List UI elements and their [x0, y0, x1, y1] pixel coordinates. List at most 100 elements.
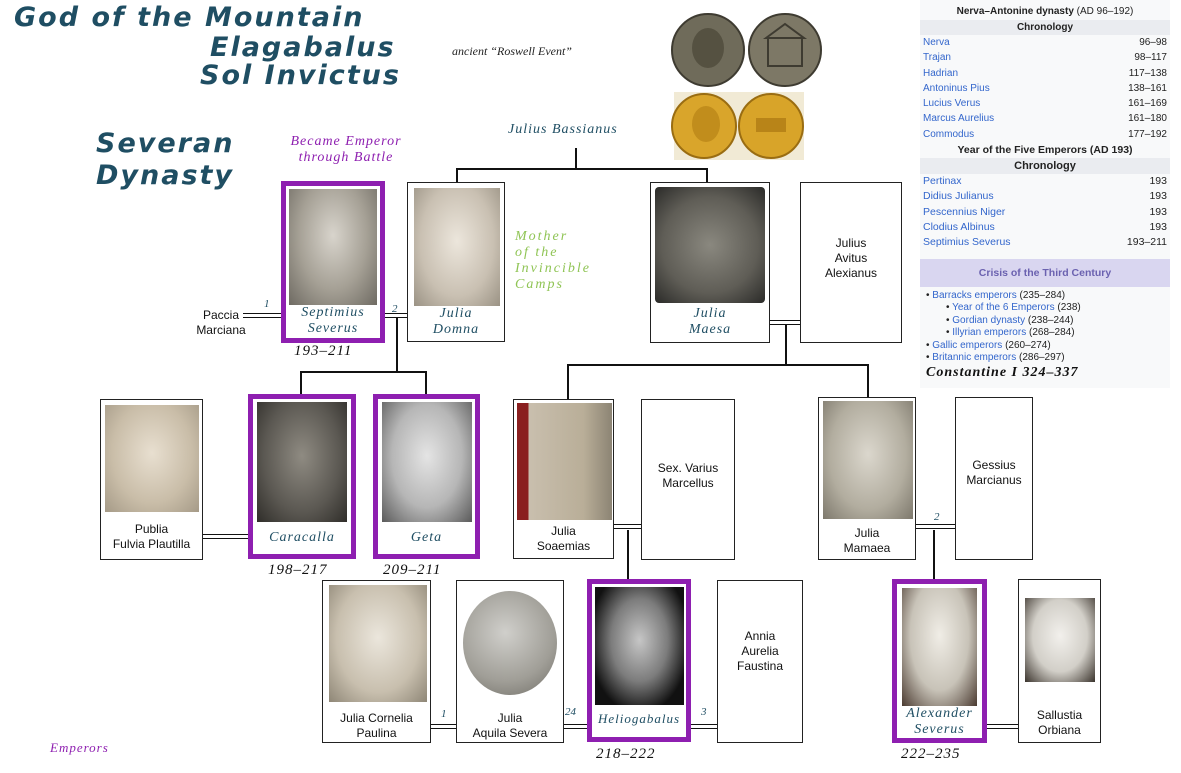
wiki-chronology-header-2: Chronology — [920, 158, 1170, 175]
wiki-nerva-row[interactable]: Hadrian 117–138 — [920, 66, 1170, 81]
title-line-2: Elagabalus — [210, 32, 396, 63]
alexander-portrait — [902, 588, 977, 706]
wiki-193-years: 193 — [1149, 205, 1167, 218]
wiki-crisis-item[interactable]: • Gordian dynasty (238–244) — [920, 315, 1170, 328]
wiki-193-link[interactable]: Pertinax — [923, 175, 962, 188]
heliogabalus-reign: 218–222 — [596, 746, 656, 762]
title-line-1: God of the Mountain — [14, 2, 365, 33]
caracalla-reign: 198–217 — [268, 562, 328, 578]
wiki-nerva-row[interactable]: Nerva 96–98 — [920, 35, 1170, 50]
wiki-crisis-years: (238–244) — [1027, 314, 1074, 326]
wiki-193-link[interactable]: Pescennius Niger — [923, 205, 1006, 218]
wiki-193-row[interactable]: Pertinax 193 — [920, 174, 1170, 189]
wiki-nerva-years: 161–169 — [1128, 98, 1167, 110]
dynasty-title-1: Severan — [96, 128, 235, 159]
wiki-crisis-years: (268–284) — [1028, 327, 1075, 339]
wiki-nerva-years: 96–98 — [1139, 37, 1167, 48]
wiki-crisis-years: (260–274) — [1005, 339, 1051, 351]
wiki-nerva-link[interactable]: Lucius Verus — [923, 98, 981, 110]
battle-note: Became Emperor through Battle — [290, 134, 402, 165]
coin-reverse — [748, 13, 822, 87]
julia-cornelia-portrait — [329, 585, 427, 702]
julia-maesa-card: Julia Maesa — [650, 182, 770, 343]
julia-soaemias-portrait — [517, 403, 612, 520]
roswell-note: ancient “Roswell Event” — [452, 44, 572, 58]
wiki-navbox: Nerva–Antonine dynasty (AD 96–192) Chron… — [920, 0, 1170, 388]
julia-mamaea-card: Julia Mamaea — [818, 397, 916, 560]
wiki-nerva-years: 138–161 — [1128, 82, 1167, 94]
alexander-severus-card: Alexander Severus — [892, 579, 987, 743]
wiki-nerva-row[interactable]: Commodus 177–192 — [920, 127, 1170, 142]
wiki-crisis-item[interactable]: • Illyrian emperors (268–284) — [920, 327, 1170, 340]
wiki-title: Nerva–Antonine dynasty (AD 96–192) — [956, 6, 1134, 17]
wiki-nerva-years: 177–192 — [1128, 128, 1167, 140]
wiki-crisis-list: • Barracks emperors (235–284)• Year of t… — [920, 287, 1170, 365]
wiki-nerva-link[interactable]: Antoninus Pius — [923, 82, 990, 94]
wiki-nerva-years: 117–138 — [1128, 67, 1167, 79]
caracalla-card: Caracalla — [248, 394, 356, 559]
wiki-193-link[interactable]: Clodius Albinus — [923, 220, 995, 233]
wiki-crisis-link[interactable]: Year of the 6 Emperors — [952, 302, 1058, 314]
julia-soaemias-card: Julia Soaemias — [513, 399, 614, 559]
julia-maesa-coin — [655, 187, 765, 303]
paccia-marciana: Paccia Marciana — [196, 308, 246, 337]
varius-marcellus-card: Sex. Varius Marcellus — [641, 399, 735, 560]
publia-portrait — [105, 405, 199, 512]
wiki-crisis-header: Crisis of the Third Century — [920, 258, 1170, 287]
geta-reign: 209–211 — [383, 562, 442, 578]
wiki-crisis-link[interactable]: Barracks emperors — [932, 289, 1020, 301]
wiki-crisis-link[interactable]: Illyrian emperors — [952, 327, 1029, 339]
wiki-193-years: 193 — [1149, 175, 1167, 188]
julia-aquila-coin — [463, 591, 557, 695]
septimius-portrait — [289, 189, 377, 305]
wiki-crisis-link[interactable]: Britannic emperors — [932, 352, 1019, 364]
bullet-icon: • — [946, 314, 953, 326]
julius-bassianus: Julius Bassianus — [508, 122, 618, 137]
wiki-nerva-row[interactable]: Antoninus Pius 138–161 — [920, 81, 1170, 96]
wiki-crisis-item[interactable]: • Britannic emperors (286–297) — [920, 352, 1170, 365]
wiki-193-years: 193–211 — [1126, 236, 1167, 249]
julia-aquila-severa-card: Julia Aquila Severa — [456, 580, 564, 743]
wiki-nerva-row[interactable]: Marcus Aurelius 161–180 — [920, 111, 1170, 126]
wiki-193-row[interactable]: Septimius Severus 193–211 — [920, 235, 1170, 250]
julius-avitus-card: Julius Avitus Alexianus — [800, 182, 902, 343]
dynasty-title-2: Dynasty — [96, 160, 235, 191]
coin-images — [671, 13, 822, 160]
wiki-crisis-item[interactable]: • Gallic emperors (260–274) — [920, 340, 1170, 353]
geta-card: Geta — [373, 394, 480, 559]
wiki-nerva-years: 161–180 — [1128, 113, 1167, 125]
julia-domna-portrait — [414, 188, 500, 306]
wiki-crisis-link[interactable]: Gordian dynasty — [952, 314, 1028, 326]
wiki-193-link[interactable]: Septimius Severus — [923, 236, 1011, 249]
wiki-nerva-link[interactable]: Marcus Aurelius — [923, 113, 995, 125]
julia-domna-card: Julia Domna — [407, 182, 505, 342]
wiki-crisis-years: (238) — [1057, 302, 1081, 314]
wiki-nerva-link[interactable]: Commodus — [923, 128, 975, 140]
wiki-nerva-link[interactable]: Nerva — [923, 37, 950, 48]
sallustia-orbiana-card: Sallustia Orbiana — [1018, 579, 1101, 743]
wiki-nerva-link[interactable]: Hadrian — [923, 67, 959, 79]
julia-cornelia-paulina-card: Julia Cornelia Paulina — [322, 580, 431, 743]
geta-portrait — [382, 402, 472, 522]
wiki-nerva-row[interactable]: Lucius Verus 161–169 — [920, 96, 1170, 111]
wiki-nerva-link[interactable]: Trajan — [923, 52, 951, 64]
emperors-legend: Emperors — [50, 740, 109, 755]
wiki-193-row[interactable]: Pescennius Niger 193 — [920, 205, 1170, 220]
wiki-crisis-link[interactable]: Gallic emperors — [932, 339, 1006, 351]
wiki-193-row[interactable]: Didius Julianus 193 — [920, 189, 1170, 204]
sallustia-portrait — [1025, 598, 1095, 682]
alexander-reign: 222–235 — [901, 746, 961, 762]
annia-faustina-card: Annia Aurelia Faustina — [717, 580, 803, 743]
wiki-constantine: Constantine I 324–337 — [926, 364, 1079, 380]
wiki-crisis-item[interactable]: • Barracks emperors (235–284) — [920, 290, 1170, 303]
wiki-nerva-row[interactable]: Trajan 98–117 — [920, 50, 1170, 65]
wiki-crisis-item[interactable]: • Year of the 6 Emperors (238) — [920, 302, 1170, 315]
publia-plautilla-card: Publia Fulvia Plautilla — [100, 399, 203, 560]
wiki-193-years: 193 — [1149, 190, 1167, 203]
wiki-193-link[interactable]: Didius Julianus — [923, 190, 994, 203]
wiki-nerva-years: 98–117 — [1134, 52, 1167, 64]
